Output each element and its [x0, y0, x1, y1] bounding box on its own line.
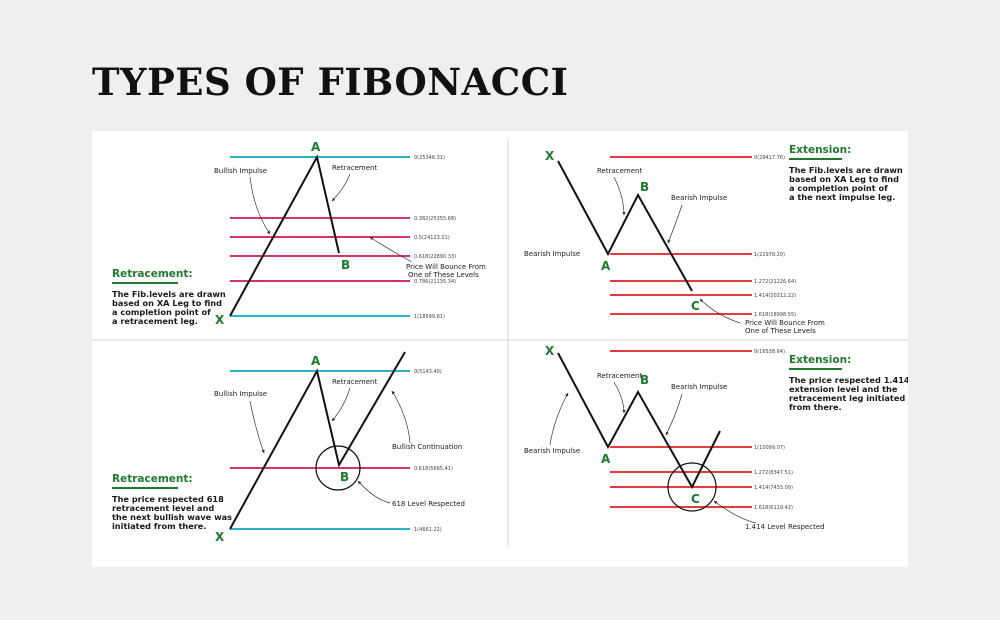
- description-line: extension level and the: [789, 384, 898, 394]
- point-b-label: B: [340, 470, 349, 484]
- fib-level-label: 0.618(22890.33): [414, 254, 456, 260]
- point-x-label: X: [215, 313, 225, 327]
- fib-level-label: 1.414(20312.22): [754, 293, 796, 299]
- page-title: TYPES OF FIBONACCI: [92, 60, 569, 104]
- point-c-label: C: [691, 299, 700, 313]
- fibonacci-diagram: 0(25346.31) 0.382(25355.68) 0.5(24123.01…: [92, 139, 908, 547]
- fib-level-label: 1.272(8347.51): [754, 470, 793, 476]
- annotation-bounce-line1: Price Will Bounce From: [406, 263, 486, 271]
- point-x-label: X: [545, 344, 555, 358]
- fib-level-label: 0.786(21135.34): [414, 279, 456, 285]
- annotation-retracement: Retracement: [597, 167, 642, 175]
- annotation-bullish-impulse: Bullish Impulse: [214, 390, 267, 398]
- panel-extension-setup: 0(29417.76) 1(22978.20) 1.272(21226.64) …: [524, 144, 903, 335]
- fibonacci-diagram-card: 0(25346.31) 0.382(25355.68) 0.5(24123.01…: [92, 131, 908, 567]
- annotation-bounce-line2: One of These Levels: [408, 271, 479, 279]
- annotation-retracement: Retracement: [332, 164, 377, 172]
- description-line: from there.: [789, 402, 842, 412]
- fib-level-label: 0.618(5665.41): [414, 466, 453, 472]
- description-title: Extension:: [789, 354, 851, 366]
- fib-level-label: 1.272(21226.64): [754, 279, 796, 285]
- description-line: The Fib.levels are drawn: [789, 165, 903, 175]
- fib-level-label: 1.618(6119.42): [754, 505, 793, 511]
- price-path: [229, 154, 340, 317]
- fib-level-label: 0(29417.76): [754, 155, 785, 161]
- description-line: a the next impulse leg.: [789, 192, 895, 202]
- point-a-label: A: [601, 259, 611, 273]
- description-line: a completion point of: [789, 183, 888, 193]
- annotation-arrow: [331, 173, 351, 202]
- description-line: The price respected 618: [112, 494, 224, 504]
- description-line: based on XA Leg to find: [789, 174, 899, 184]
- fib-level-label: 1(18599.81): [414, 314, 445, 320]
- fib-level-label: 1(4661.22): [414, 527, 442, 533]
- description-line: the next bullish wave was: [112, 512, 232, 522]
- annotation-bounce-line2: One of These Levels: [745, 327, 816, 335]
- annotation-retracement: Retracement: [332, 378, 377, 386]
- annotation-arrow: [331, 387, 351, 422]
- description-title: Extension:: [789, 144, 851, 156]
- annotation-arrow: [369, 236, 413, 263]
- point-b-label: B: [341, 258, 350, 272]
- annotation-bearish-impulse-b: Bearish Impulse: [671, 383, 727, 391]
- fib-level-label: 1(22978.20): [754, 252, 785, 258]
- annotation-arrow: [249, 176, 271, 235]
- annotation-bullish-impulse: Bullish Impulse: [214, 167, 267, 175]
- panel-extension-respected: 0(16538.64) 1(10099.07) 1.272(8347.51) 1…: [524, 344, 908, 531]
- fib-level-label: 1.618(18998.55): [754, 312, 796, 318]
- fib-level-label: 0(5143.40): [414, 369, 442, 375]
- annotation-bearish-impulse-b: Bearish Impulse: [671, 194, 727, 202]
- description-line: retracement leg initiated: [789, 393, 905, 403]
- annotation-arrow: [713, 500, 757, 524]
- point-x-label: X: [545, 149, 555, 163]
- point-b-label: B: [640, 373, 649, 387]
- point-b-label: B: [640, 180, 649, 194]
- description-title: Retracement:: [112, 268, 193, 280]
- annotation-arrow: [249, 400, 265, 454]
- description-line: a retracement leg.: [112, 316, 198, 326]
- annotation-bearish-impulse: Bearish Impulse: [524, 447, 580, 455]
- point-a-label: A: [601, 452, 611, 466]
- annotation-arrow: [613, 176, 626, 216]
- fib-level-label: 0(25346.31): [414, 155, 445, 161]
- description-line: The price respected 1.414: [789, 375, 908, 385]
- annotation-bearish-impulse: Bearish Impulse: [524, 250, 580, 258]
- description-title: Retracement:: [112, 473, 193, 485]
- description-line: a completion point of: [112, 307, 211, 317]
- point-c-label: C: [691, 492, 700, 506]
- point-a-label: A: [311, 140, 321, 154]
- price-path: [229, 351, 406, 530]
- fib-level-label: 0.382(25355.68): [414, 216, 456, 222]
- price-path: [557, 352, 721, 490]
- annotation-arrow: [549, 392, 569, 446]
- fib-level-label: 1.414(7433.09): [754, 485, 793, 491]
- annotation-618-respected: 618 Level Respected: [392, 500, 465, 508]
- annotation-arrow: [667, 204, 683, 244]
- annotation-1414-respected: 1.414 Level Respected: [745, 523, 825, 531]
- description-line: initiated from there.: [112, 521, 206, 531]
- price-path: [557, 160, 693, 292]
- annotation-bullish-continuation: Bullish Continuation: [392, 443, 462, 451]
- description-line: The Fib.levels are drawn: [112, 289, 226, 299]
- description-line: based on XA Leg to find: [112, 298, 222, 308]
- annotation-arrow: [613, 381, 626, 414]
- annotation-arrow: [391, 390, 411, 444]
- fib-level-label: 0(16538.64): [754, 349, 785, 355]
- respected-level-circle: [315, 445, 361, 491]
- annotation-arrow: [665, 393, 683, 436]
- fib-level-label: 1(10099.07): [754, 445, 785, 451]
- panel-retracement-setup: 0(25346.31) 0.382(25355.68) 0.5(24123.01…: [112, 140, 486, 327]
- respected-level-circle: [667, 462, 717, 512]
- annotation-arrow: [699, 298, 741, 324]
- fib-level-label: 0.5(24123.01): [414, 235, 450, 241]
- point-a-label: A: [311, 354, 321, 368]
- annotation-retracement: Retracement: [597, 372, 642, 380]
- point-x-label: X: [215, 530, 225, 544]
- description-line: retracement level and: [112, 503, 214, 513]
- annotation-bounce-line1: Price Will Bounce From: [745, 319, 825, 327]
- panel-retracement-respected: 0(5143.40) 0.618(5665.41) 1(4661.22) A B…: [112, 351, 465, 544]
- annotation-arrow: [357, 480, 391, 504]
